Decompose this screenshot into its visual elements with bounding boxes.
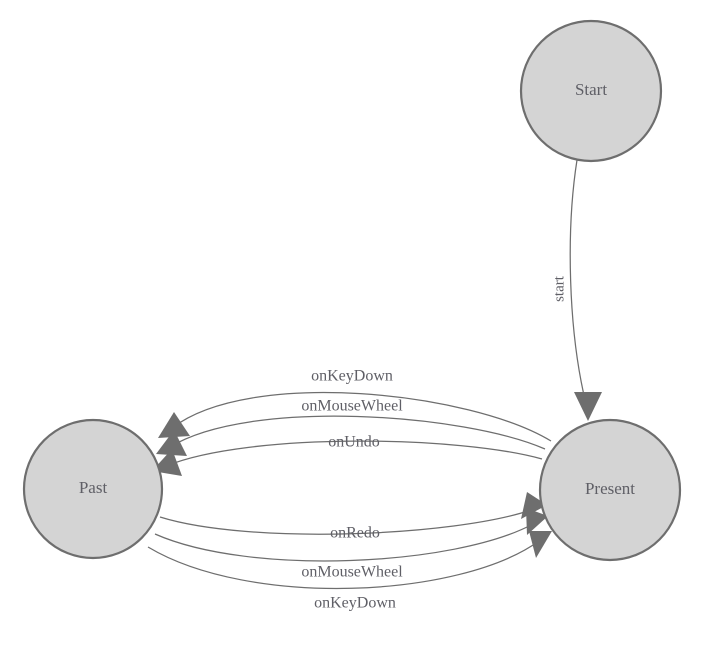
node-past[interactable]: Past [22, 418, 164, 560]
node-start-label: Start [575, 80, 607, 99]
arrowhead-start-to-present [574, 392, 602, 421]
node-present[interactable]: Present [538, 418, 682, 562]
arrowhead-present-to-past-onkeydown [158, 412, 190, 438]
edge-present-to-past-onundo: onUndo [152, 434, 543, 476]
edge-past-to-present-onmousewheel-path [154, 523, 534, 562]
arrowhead-past-to-present-onmousewheel [526, 508, 548, 535]
node-present-label: Present [585, 479, 635, 498]
edge-label-present-past-onundo: onUndo [328, 434, 380, 451]
node-start[interactable]: Start [519, 19, 663, 163]
edge-present-to-past-onkeydown: onKeyDown [158, 368, 552, 442]
node-present-circle[interactable] [538, 418, 682, 562]
node-start-circle[interactable] [519, 19, 663, 163]
edge-label-present-past-onkeydown: onKeyDown [311, 368, 393, 385]
edge-label-start: start [551, 275, 567, 302]
edge-present-to-past-onmousewheel: onMouseWheel [156, 398, 546, 456]
edge-present-to-past-onkeydown-path [171, 391, 552, 442]
edge-past-to-present-onredo: onRedo [159, 492, 547, 542]
edge-start-to-present: start [551, 159, 602, 421]
edge-label-past-present-onredo: onRedo [330, 525, 380, 542]
edge-label-present-past-onmousewheel: onMouseWheel [301, 398, 403, 415]
node-past-label: Past [79, 478, 108, 497]
edge-past-to-present-onredo-path [159, 509, 532, 535]
edge-start-to-present-path [569, 159, 587, 405]
arrowhead-past-to-present-onkeydown [529, 531, 552, 558]
node-past-circle[interactable] [22, 418, 164, 560]
edge-label-past-present-onmousewheel: onMouseWheel [301, 564, 403, 581]
edge-past-to-present-onmousewheel: onMouseWheel [154, 508, 548, 581]
edge-past-to-present-onkeydown-path [147, 540, 540, 590]
arrowhead-present-to-past-onmousewheel [156, 430, 187, 456]
edge-label-past-present-onkeydown: onKeyDown [314, 595, 396, 612]
edge-past-to-present-onkeydown: onKeyDown [147, 531, 552, 612]
edge-present-to-past-onmousewheel-path [169, 415, 546, 450]
edge-present-to-past-onundo-path [165, 440, 543, 467]
